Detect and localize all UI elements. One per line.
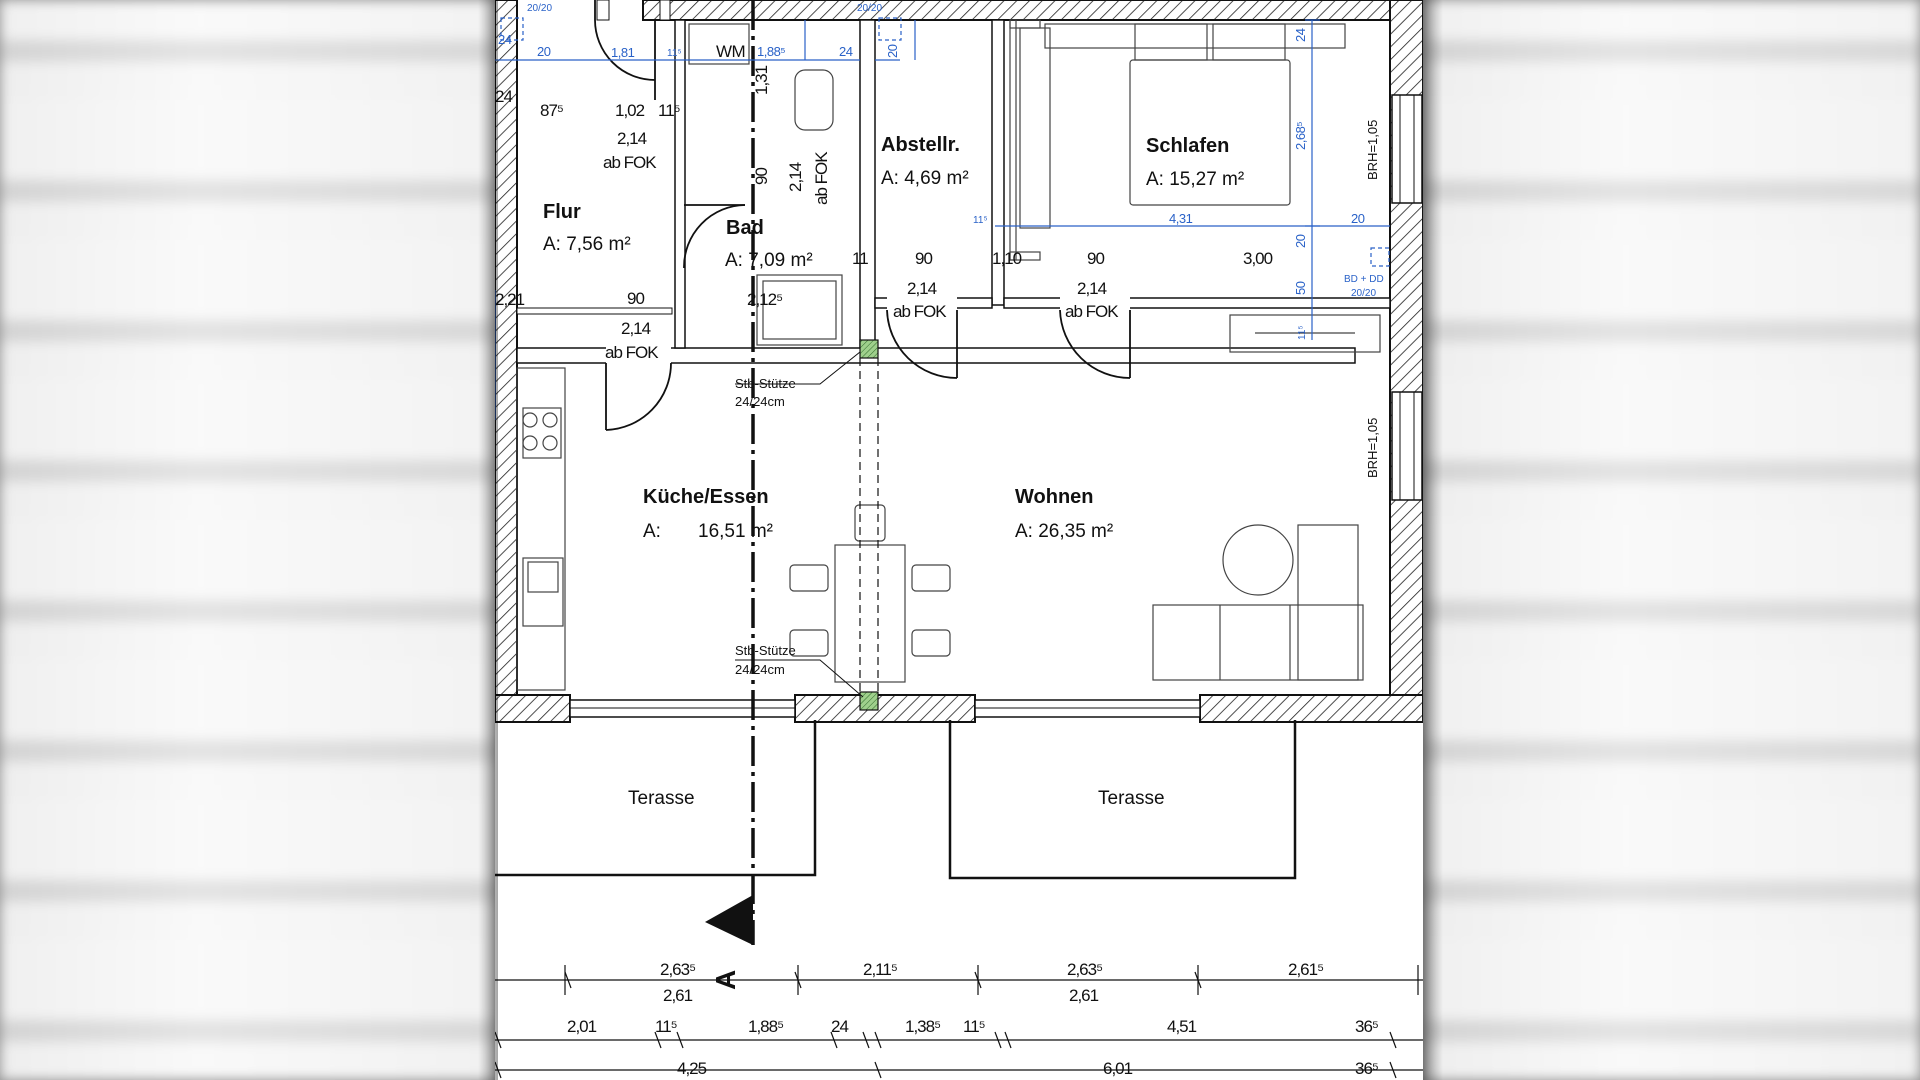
fok-c: ab FOK [605, 343, 659, 362]
left-edge-shadow [478, 0, 498, 1080]
section-line-a [705, 0, 755, 945]
dim-2125: 2,12⁵ [747, 290, 782, 309]
room-name-schlafen: Schlafen [1146, 135, 1229, 157]
terraces [495, 720, 1297, 880]
floor-plan: Flur A: 7,56 m² Bad A: 7,09 m² Abstellr.… [495, 0, 1423, 1080]
terrace-label-right: Terasse [1098, 788, 1165, 809]
bottom-dim-r2-3: 1,88⁵ [748, 1017, 783, 1036]
terrace-label-left: Terasse [628, 788, 695, 809]
bottom-dim-r1b-1: 2,61 [663, 986, 693, 1005]
room-area-schlafen: A: 15,27 m² [1146, 169, 1244, 190]
fok-d: ab FOK [893, 302, 947, 321]
doors [594, 0, 1131, 431]
window-sill-height-2: BRH=1,05 [1365, 418, 1380, 478]
dim-90-d: 90 [1087, 249, 1104, 268]
room-area-prefix-kueche: A: [643, 521, 661, 542]
blue-dim-268: 2,68⁵ [1293, 122, 1308, 150]
dim-90-a: 90 [752, 168, 771, 185]
column-label-2: Stb-Stütze [735, 643, 796, 658]
dim-110: 1,10 [992, 249, 1022, 268]
column-size-1: 24/24cm [735, 394, 785, 409]
bottom-dim-r2-8: 36⁵ [1355, 1017, 1378, 1036]
concrete-columns [735, 339, 879, 711]
blue-dim-20-b: 20 [885, 44, 900, 58]
bottom-dim-r1-1: 2,63⁵ [660, 960, 695, 979]
fok-b: ab FOK [812, 151, 831, 205]
room-area-abstellraum: A: 4,69 m² [881, 168, 969, 189]
dim-214-a: 2,14 [617, 129, 647, 148]
blue-dim-50: 50 [1293, 281, 1308, 295]
section-marker-label: A [710, 970, 741, 990]
bottom-dim-r1-2: 2,11⁵ [863, 960, 897, 979]
dim-214-d: 2,14 [907, 279, 937, 298]
right-edge-shadow [1423, 0, 1443, 1080]
bottom-dim-r2-5: 1,38⁵ [905, 1017, 940, 1036]
column-label-1: Stb-Stütze [735, 376, 796, 391]
dim-300: 3,00 [1243, 249, 1273, 268]
blue-dim-2020-b: 20/20 [857, 3, 882, 14]
blue-dim-24-a: 24 [498, 32, 512, 47]
bottom-dim-r2-6: 11⁵ [963, 1017, 985, 1036]
floor-plan-drawing: Flur A: 7,56 m² Bad A: 7,09 m² Abstellr.… [495, 0, 1423, 1079]
dim-90-c: 90 [915, 249, 932, 268]
dim-102: 1,02 [615, 101, 645, 120]
bottom-dim-r1-3: 2,63⁵ [1067, 960, 1102, 979]
room-name-flur: Flur [543, 201, 581, 223]
washing-machine-label: WM [716, 42, 745, 61]
fok-e: ab FOK [1065, 302, 1119, 321]
dim-214-c: 2,14 [621, 319, 651, 338]
dim-90-b: 90 [627, 289, 644, 308]
fixtures [516, 19, 1381, 691]
dim-11: 11 [852, 249, 868, 268]
bottom-dim-r2-1: 2,01 [567, 1017, 597, 1036]
room-area-flur: A: 7,56 m² [543, 234, 631, 255]
window-sill-height-1: BRH=1,05 [1365, 120, 1380, 180]
room-name-kueche: Küche/Essen [643, 486, 769, 508]
blue-dim-2020-a: 20/20 [527, 3, 552, 14]
fok-a: ab FOK [603, 153, 657, 172]
dim-24-a: 24 [495, 87, 512, 106]
bottom-dim-r1-4: 2,61⁵ [1288, 960, 1323, 979]
bottom-dim-r1b-2: 2,61 [1069, 986, 1099, 1005]
bottom-dim-r2-4: 24 [831, 1017, 848, 1036]
blurred-background-left [0, 0, 495, 1080]
blue-dim-11-5-a: 11⁵ [667, 48, 682, 59]
bottom-dim-r2-7: 4,51 [1167, 1017, 1197, 1036]
blue-dim-181: 1,81 [611, 45, 635, 60]
door-openings [606, 205, 1130, 365]
blue-dim-20-c: 20 [1351, 211, 1365, 226]
blue-dim-24-c: 24 [1293, 28, 1308, 42]
blue-dim-431: 4,31 [1169, 211, 1193, 226]
blue-dim-20-a: 20 [537, 44, 551, 59]
room-name-bad: Bad [726, 217, 764, 239]
blue-dim-188: 1,88⁵ [757, 44, 785, 59]
bottom-dim-r2-2: 11⁵ [655, 1017, 677, 1036]
blue-dim-20-d: 20 [1293, 234, 1308, 248]
dim-11-5: 11⁵ [658, 101, 680, 120]
bottom-dim-r3-2: 6,01 [1103, 1059, 1133, 1078]
room-name-wohnen: Wohnen [1015, 486, 1094, 508]
ceiling-opening-size: 20/20 [1351, 288, 1376, 299]
dim-87: 87⁵ [540, 101, 563, 120]
dim-131: 1,31 [752, 65, 771, 95]
room-area-wohnen: A: 26,35 m² [1015, 521, 1113, 542]
dim-214-e: 2,14 [1077, 279, 1107, 298]
blurred-background-right [1425, 0, 1920, 1080]
ceiling-opening-label: BD + DD [1344, 274, 1384, 285]
room-area-bad: A: 7,09 m² [725, 250, 813, 271]
room-name-abstellraum: Abstellr. [881, 134, 960, 156]
walls [495, 0, 1423, 723]
column-size-2: 24/24cm [735, 662, 785, 677]
dim-214-b: 2,14 [786, 162, 805, 192]
blue-dim-11-5-b: 11⁵ [973, 215, 988, 226]
dim-221: 2,21 [495, 290, 525, 309]
bottom-dim-r3-1: 4,25 [677, 1059, 707, 1078]
bottom-dimension-chains [495, 965, 1423, 1079]
blue-dim-11-5-c: 11⁵ [1297, 325, 1308, 340]
room-area-kueche: 16,51 m² [698, 521, 773, 542]
blue-dim-24-b: 24 [839, 44, 853, 59]
blue-dimension-lines [495, 17, 1390, 420]
bottom-dim-r3-3: 36⁵ [1355, 1059, 1378, 1078]
